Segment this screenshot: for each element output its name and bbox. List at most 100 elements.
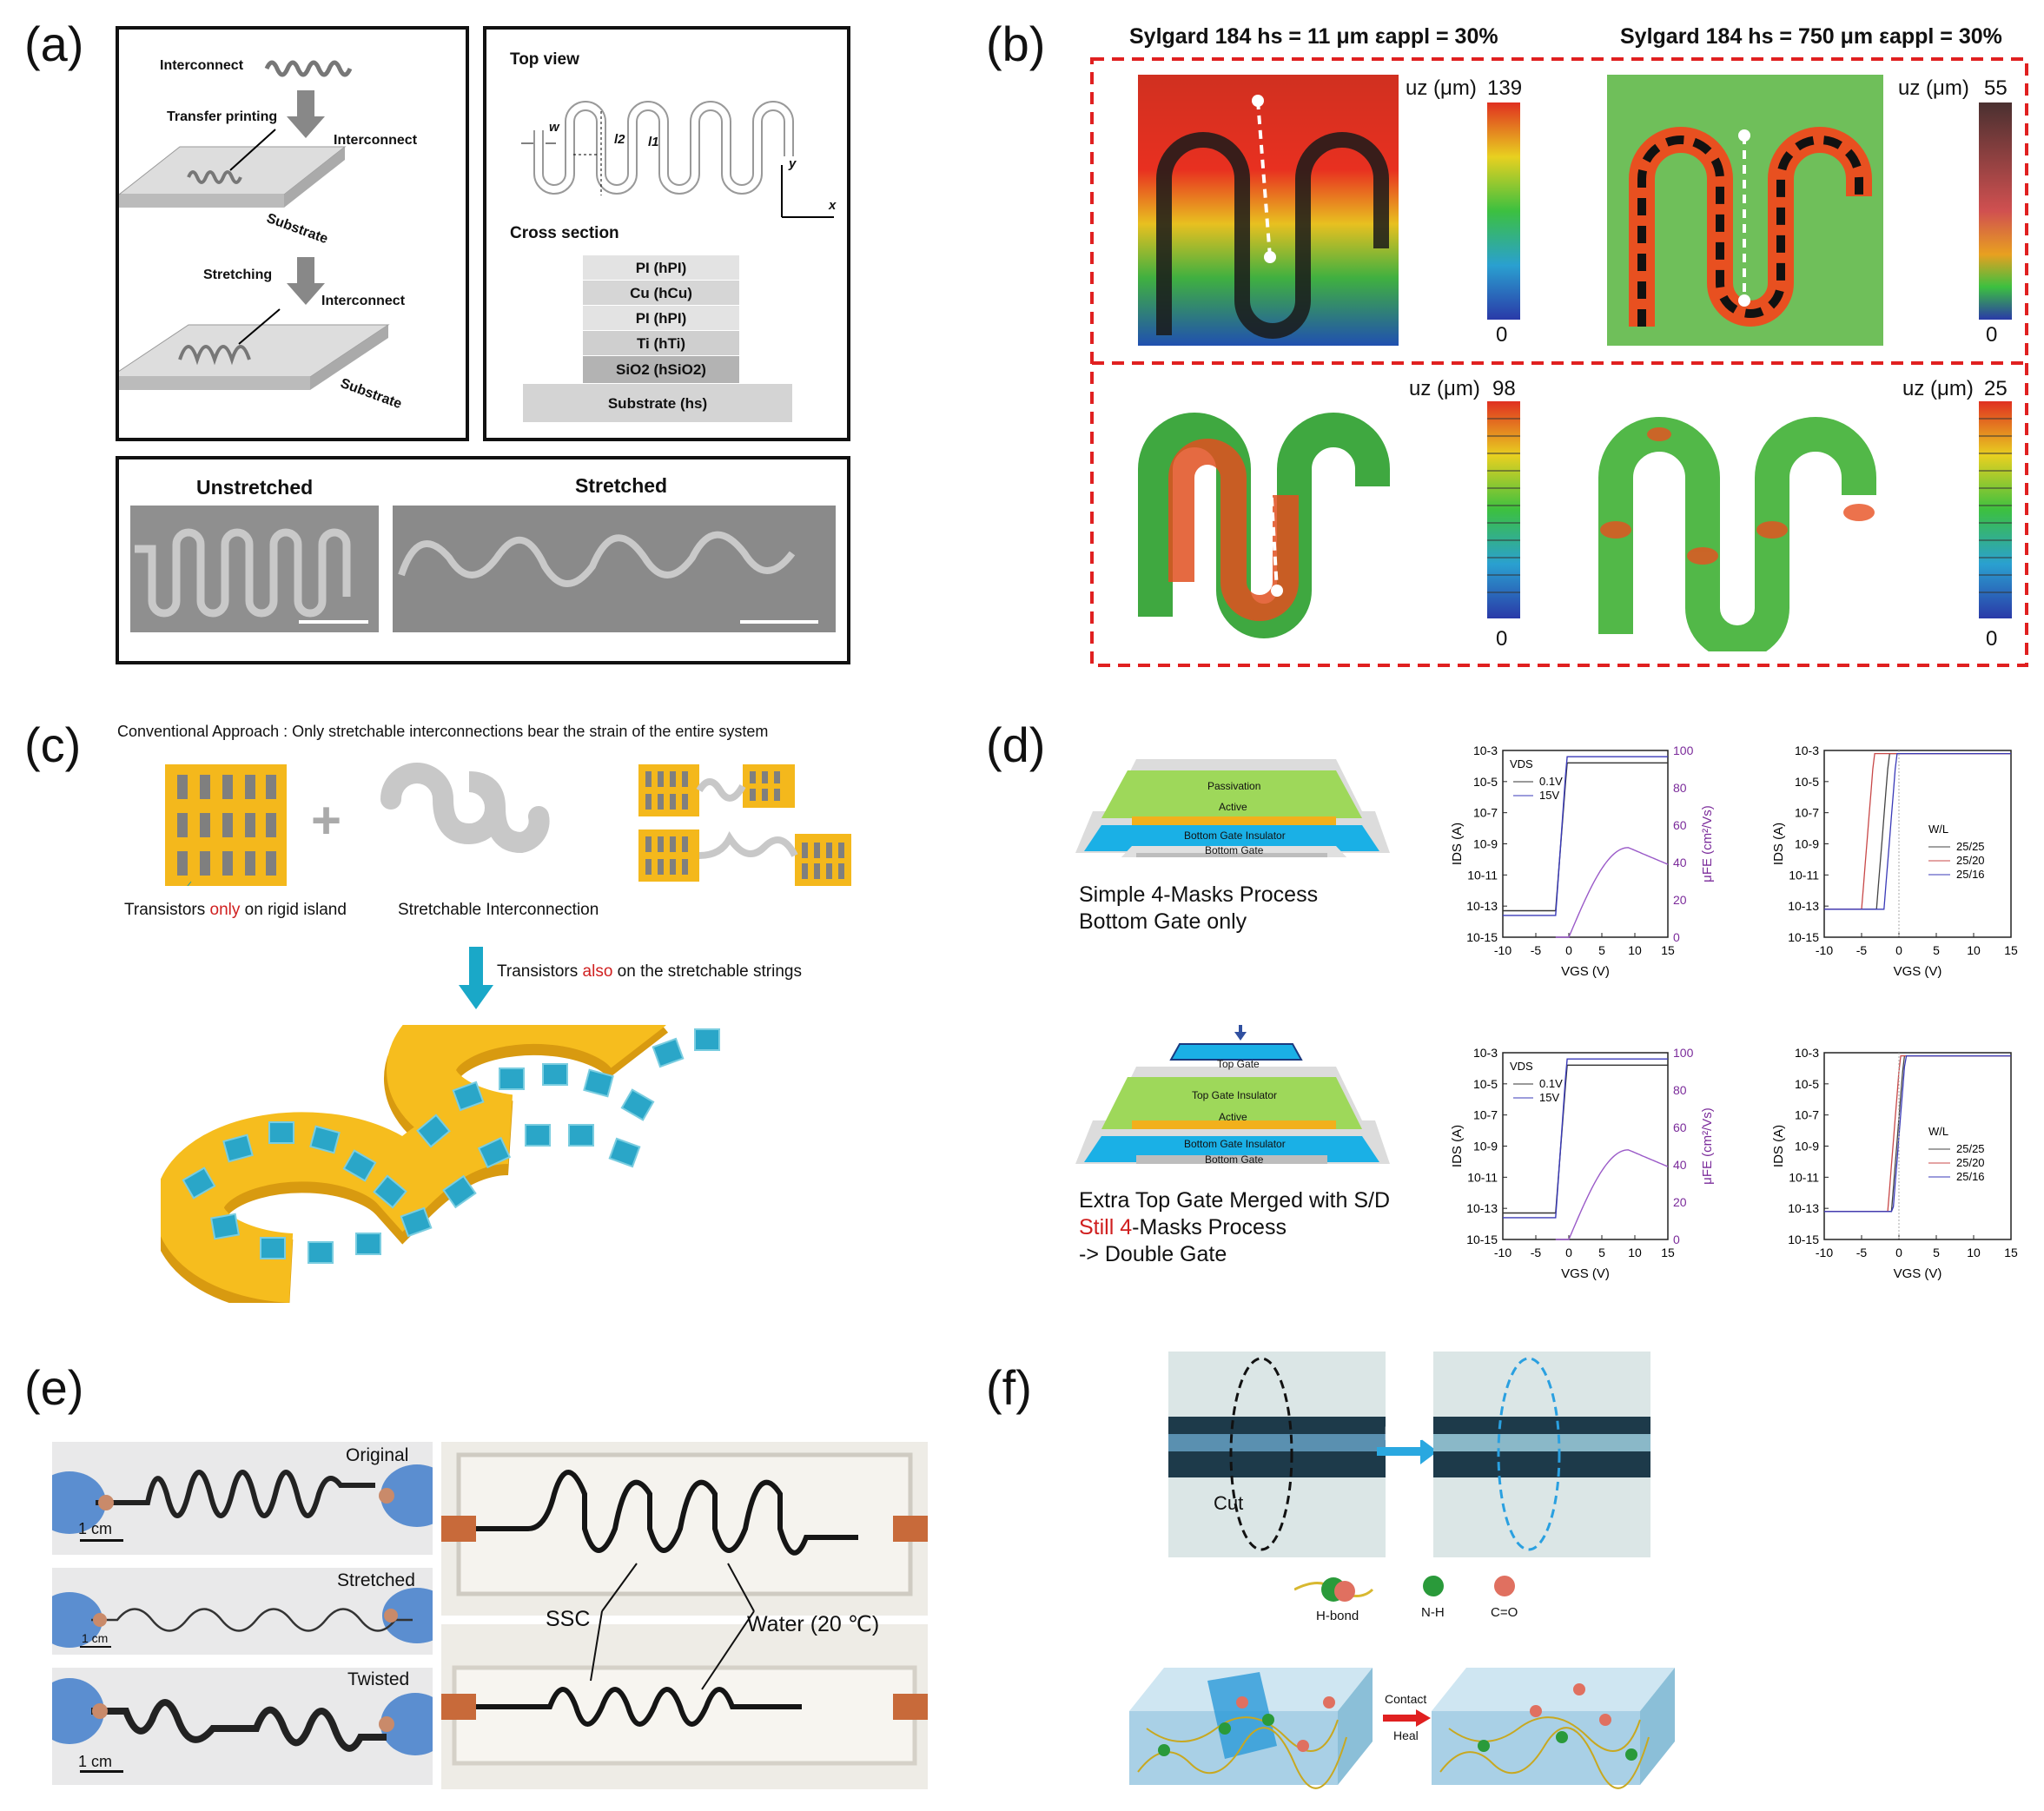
f-heal-arrow — [1377, 1438, 1438, 1464]
legend-wl-1: 25/20 — [1956, 1156, 1985, 1169]
y-tick-label: 10-15 — [1466, 1233, 1498, 1246]
panel-label-b: (b) — [986, 17, 1046, 71]
panel-label-d: (d) — [986, 717, 1046, 772]
c-only: only — [209, 901, 241, 919]
y-tick-label: 10-5 — [1795, 775, 1819, 789]
e-scalebar-3 — [80, 1770, 123, 1773]
legend-wl-2: 25/16 — [1956, 1170, 1985, 1183]
layer-ti: Ti (hTi) — [583, 330, 739, 355]
b-cb2-min: 0 — [1986, 323, 1998, 347]
b-colorbar-2 — [1979, 102, 2012, 320]
x-axis-label: VGS (V) — [1561, 964, 1610, 979]
x-tick-label: 15 — [2004, 1246, 2018, 1259]
y-axis-label: IDS (A) — [1771, 1125, 1786, 1167]
e-photo-tray-bottom — [441, 1624, 928, 1789]
panel-label-f: (f) — [986, 1360, 1032, 1415]
d-bot-active: Active — [1219, 1111, 1247, 1123]
legend-wl-2: 25/16 — [1956, 868, 1985, 881]
e-label-water: Water (20 ℃) — [747, 1612, 880, 1636]
panel-label-a: (a) — [24, 17, 84, 71]
y-axis-label: IDS (A) — [1450, 823, 1465, 865]
y-axis-label: IDS (A) — [1771, 823, 1786, 865]
c-transistors-also-label: Transistors also on the stretchable stri… — [497, 962, 802, 982]
c-stretchable-label: Stretchable Interconnection — [398, 901, 599, 919]
layer-substrate: Substrate (hs) — [523, 383, 792, 422]
y2-tick-label: 100 — [1673, 744, 1694, 757]
legend-wl-0: 25/25 — [1956, 1142, 1985, 1155]
label-top-view: Top view — [510, 50, 579, 69]
b-colorbar-4 — [1979, 401, 2012, 618]
b-colorbar-3 — [1487, 401, 1520, 618]
f-contact-arrow — [1383, 1709, 1431, 1727]
y-tick-label: 10-15 — [1788, 1233, 1819, 1246]
legend-0.1V: 0.1V — [1539, 1077, 1563, 1090]
panel-label-c: (c) — [24, 717, 82, 772]
c-stretchable-interconnect — [380, 763, 550, 854]
x-tick-label: 0 — [1895, 1246, 1902, 1259]
c-conventional-system — [638, 764, 851, 886]
label-interconnect-1: Interconnect — [160, 58, 244, 73]
x-tick-label: -10 — [1494, 943, 1512, 957]
legend-15V: 15V — [1539, 1091, 1559, 1104]
e-scale-3: 1 cm — [78, 1753, 113, 1770]
d-bot-tg: Top Gate — [1217, 1058, 1260, 1070]
e-annotation-arrows — [590, 1563, 755, 1690]
legend-vds: VDS — [1510, 1060, 1533, 1073]
x-tick-label: 5 — [1933, 943, 1940, 957]
sem-unstretched-image — [130, 506, 379, 632]
f-label-contact: Contact — [1385, 1692, 1427, 1706]
label-l2: l2 — [614, 132, 625, 147]
d-bot-line3: -> Double Gate — [1079, 1242, 1227, 1266]
c-rigid-island — [165, 764, 287, 886]
y-tick-label: 10-11 — [1789, 1170, 1819, 1184]
top-view-box — [483, 26, 850, 441]
layer-pi-bottom: PI (hPI) — [583, 305, 739, 330]
b-cb3-max: 98 — [1492, 377, 1516, 400]
y-tick-label: 10-5 — [1473, 1077, 1498, 1091]
label-l1: l1 — [648, 135, 659, 149]
b-map-exp-thick — [1607, 75, 1883, 346]
layer-pi-top: PI (hPI) — [583, 254, 739, 280]
y-tick-label: 10-3 — [1473, 1046, 1498, 1060]
y2-tick-label: 60 — [1673, 818, 1687, 832]
x-tick-label: 5 — [1598, 1246, 1605, 1259]
y2-axis-label: μFE (cm²/Vs) — [1700, 805, 1715, 882]
panel-label-e: (e) — [24, 1360, 84, 1415]
legend-wl: W/L — [1928, 1125, 1948, 1138]
b-map-exp-thin — [1138, 75, 1399, 346]
c-transistors-pre: Transistors — [124, 901, 210, 919]
c-s-shaped-string — [161, 1025, 720, 1303]
b-title-right: Sylgard 184 hs = 750 μm εappl = 30% — [1620, 24, 2002, 49]
curve-15V — [1503, 1058, 1668, 1219]
x-tick-label: -10 — [1494, 1246, 1512, 1259]
f-label-hbond: H-bond — [1316, 1609, 1359, 1623]
x-tick-label: 10 — [1967, 1246, 1981, 1259]
legend-wl-1: 25/20 — [1956, 854, 1985, 867]
f-label-heal: Heal — [1384, 1423, 1424, 1444]
x-tick-label: 0 — [1565, 1246, 1572, 1259]
legend-wl-0: 25/25 — [1956, 840, 1985, 853]
y-tick-label: 10-7 — [1795, 806, 1819, 820]
b-cb2-label: uz (μm) — [1898, 76, 1969, 100]
x-tick-label: -5 — [1531, 1246, 1542, 1259]
f-photo-healed — [1433, 1352, 1650, 1557]
layer-cu: Cu (hCu) — [583, 280, 739, 305]
b-cb3-label: uz (μm) — [1409, 377, 1480, 400]
curve-0.1V — [1503, 762, 1668, 912]
y2-tick-label: 40 — [1673, 856, 1687, 869]
c-also: also — [582, 962, 613, 981]
top-view-diagram — [521, 101, 834, 218]
y-tick-label: 10-9 — [1473, 1140, 1498, 1153]
legend-0.1V: 0.1V — [1539, 775, 1563, 788]
plot-frame — [1502, 1052, 1669, 1240]
e-photo-stretched — [52, 1568, 433, 1655]
c-also-pre: Transistors — [497, 962, 583, 981]
label-unstretched: Unstretched — [196, 476, 314, 499]
curve-wl-0 — [1824, 1054, 2011, 1213]
d-top-active: Active — [1219, 801, 1247, 813]
y-tick-label: 10-9 — [1795, 1140, 1819, 1153]
c-conventional-caption: Conventional Approach : Only stretchable… — [117, 723, 769, 740]
b-cb3-min: 0 — [1496, 627, 1508, 651]
